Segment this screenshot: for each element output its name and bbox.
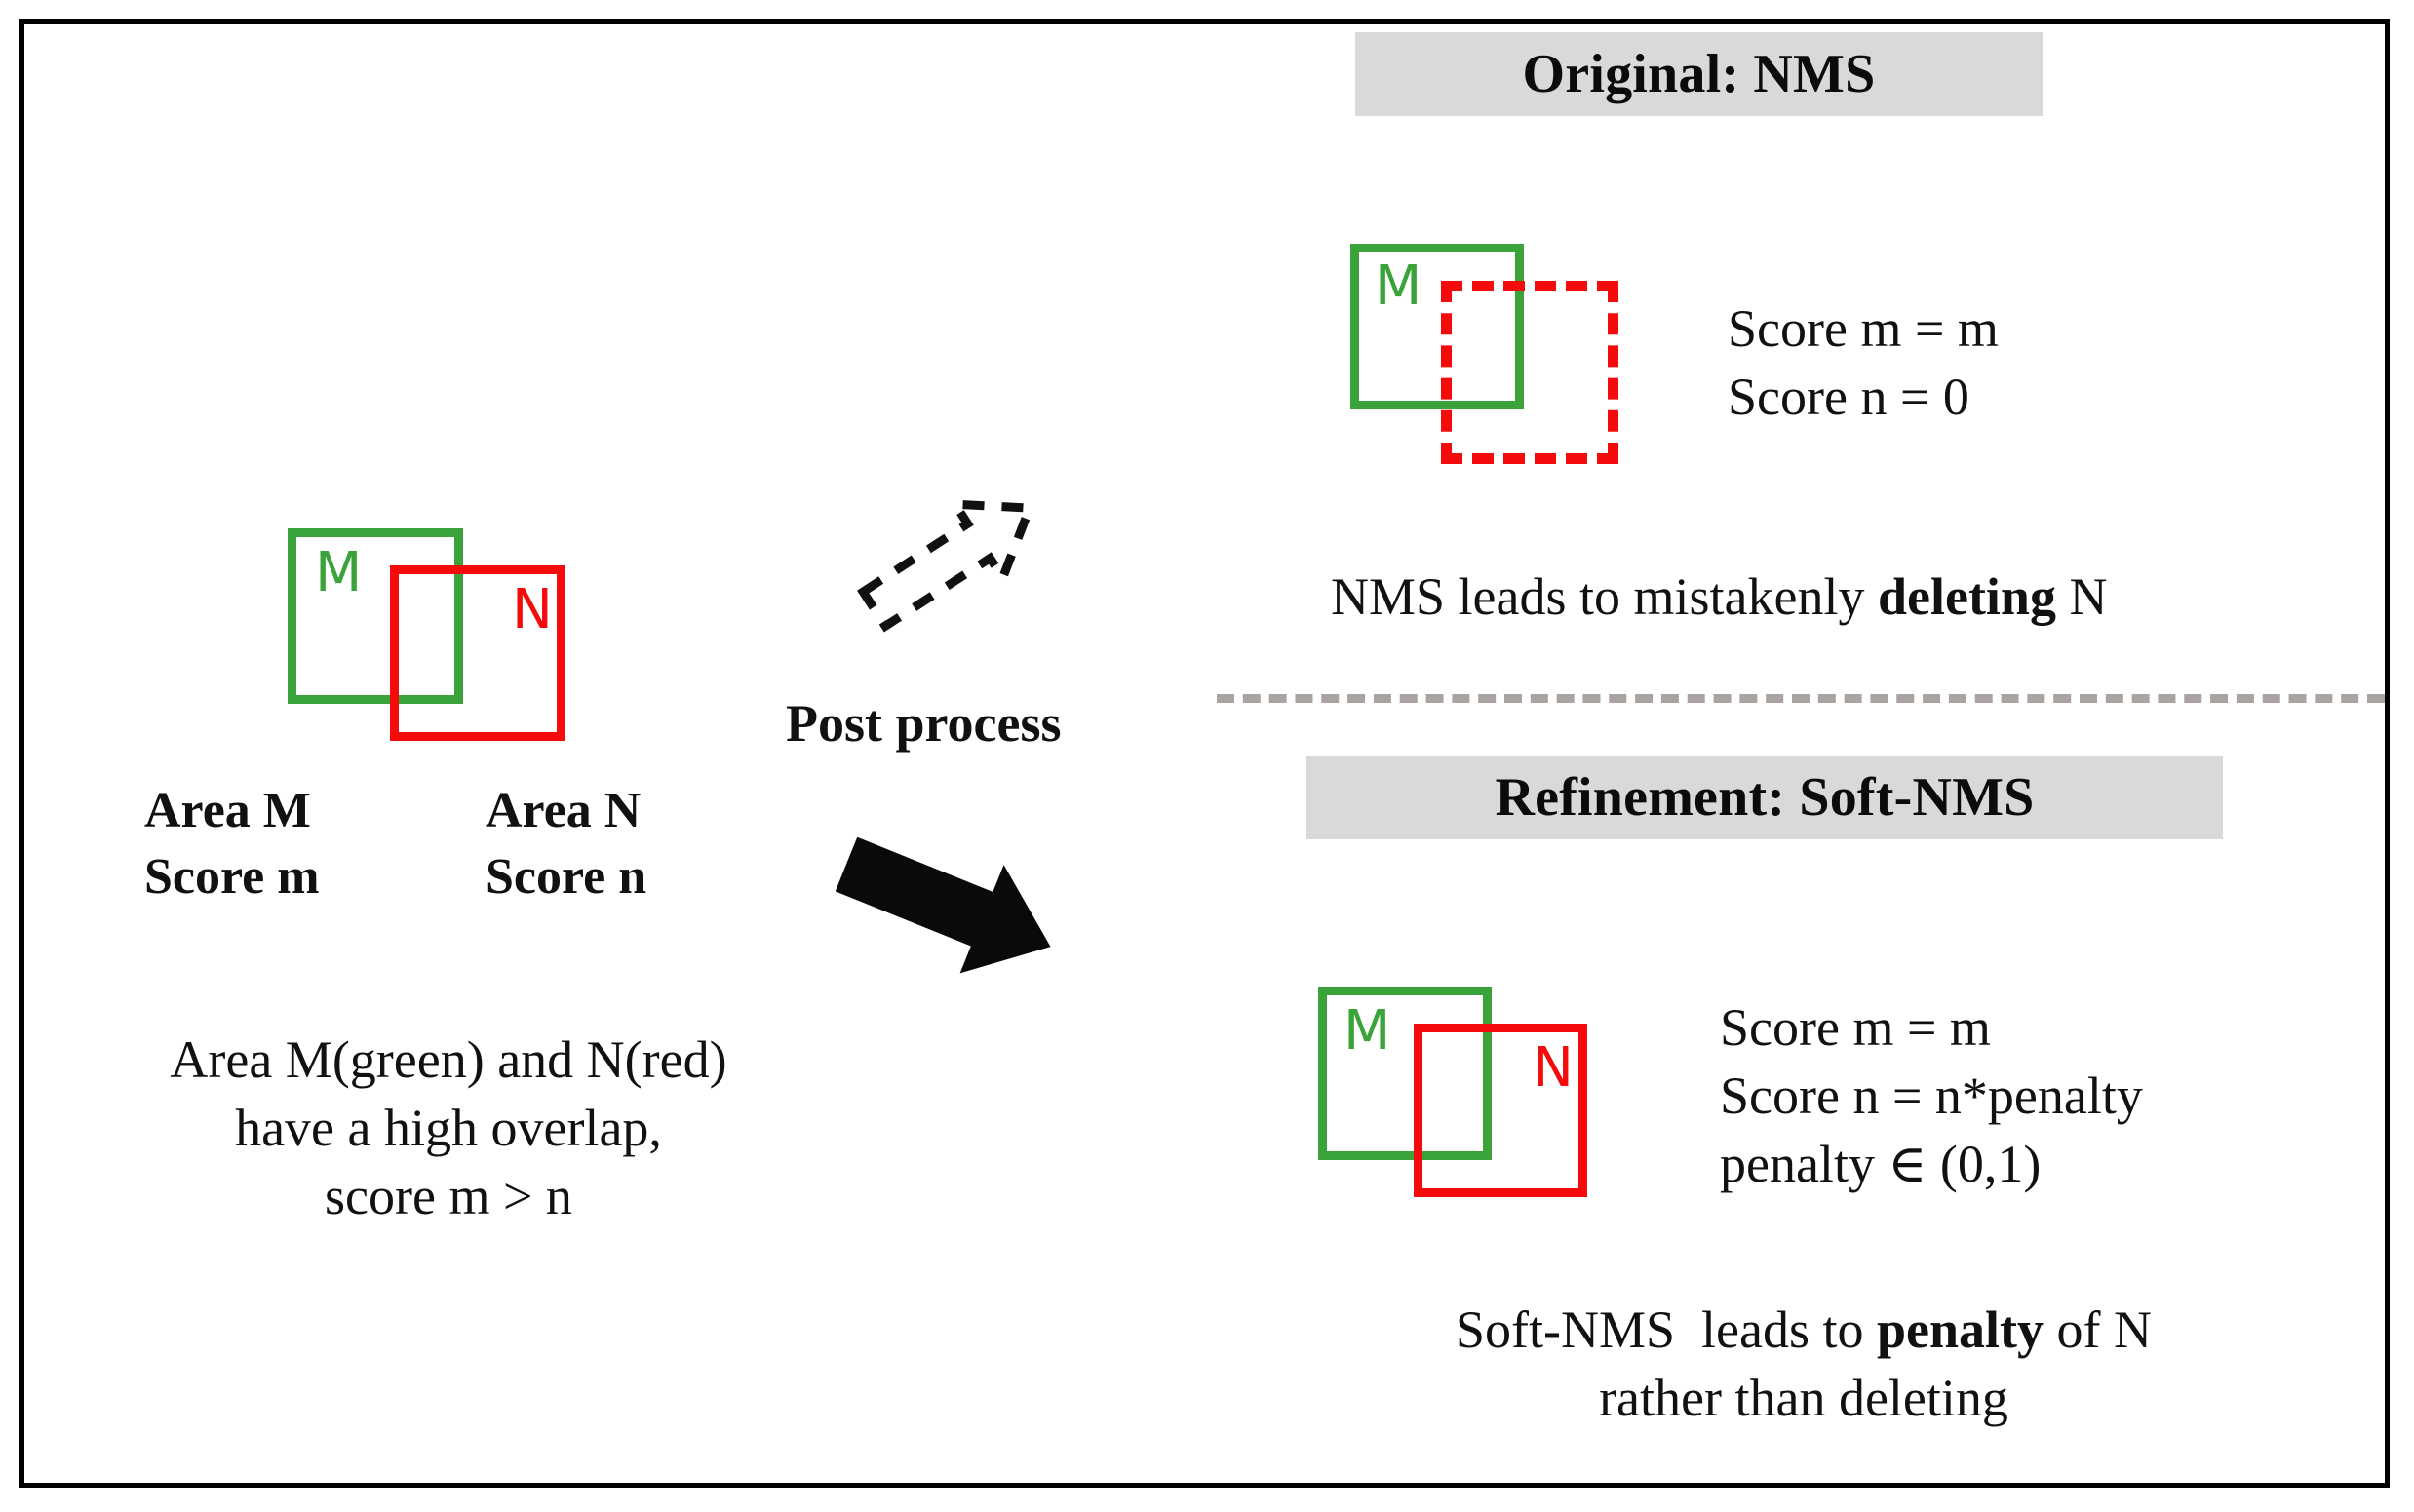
nms-box-n-deleted (1441, 281, 1618, 464)
softnms-title: Refinement: Soft-NMS (1495, 767, 2035, 828)
nms-box-m (1350, 244, 1524, 409)
nms-score-m: Score m = m (1728, 299, 1999, 358)
solid-arrow-down-right-icon (835, 836, 1051, 974)
softnms-penalty-range: penalty ∈ (0,1) (1720, 1135, 2042, 1193)
panel-divider (1217, 694, 2385, 703)
softnms-caption-after: of N (2044, 1300, 2152, 1359)
nms-caption: NMS leads to mistakenly deleting N (1331, 565, 2107, 630)
legend-area-m: Area M (144, 783, 311, 838)
legend-area-n: Area N (486, 783, 642, 838)
left-description-line-1: Area M(green) and N(red) (170, 1030, 727, 1089)
dashed-arrow-up-right-icon (857, 499, 1036, 633)
softnms-box-m-label: M (1343, 999, 1391, 1063)
transition-label: Post process (786, 694, 1062, 753)
left-box-n (390, 565, 565, 741)
softnms-caption-before: Soft-NMS leads to (1455, 1300, 1877, 1359)
legend-score-n: Score n (486, 849, 647, 905)
softnms-score-n: Score n = n*penalty (1720, 1066, 2143, 1125)
legend-score-m: Score m (144, 849, 320, 905)
left-box-m-label: M (315, 541, 363, 604)
left-box-m (288, 528, 463, 704)
softnms-caption-line-2: rather than deleting (1599, 1369, 2008, 1427)
softnms-caption-line-1: Soft-NMS leads to penalty of N (1258, 1299, 2350, 1363)
left-description-line-2: have a high overlap, (235, 1099, 662, 1157)
figure-border (19, 19, 2390, 1488)
left-box-n-label: N (512, 578, 553, 641)
nms-score-n: Score n = 0 (1728, 368, 1969, 426)
left-description-line-3: score m > n (325, 1167, 572, 1225)
nms-title: Original: NMS (1522, 44, 1876, 104)
nms-caption-before: NMS leads to mistakenly (1331, 567, 1878, 626)
softnms-box-m (1318, 987, 1492, 1160)
softnms-box-n (1414, 1024, 1587, 1197)
softnms-score-m: Score m = m (1720, 998, 1991, 1057)
softnms-title-band: Refinement: Soft-NMS (1306, 756, 2223, 839)
nms-caption-emphasis: deleting (1877, 567, 2056, 626)
nms-box-m-label: M (1375, 254, 1422, 318)
nms-caption-after: N (2055, 567, 2108, 626)
nms-title-band: Original: NMS (1355, 32, 2043, 116)
softnms-caption-emphasis: penalty (1876, 1300, 2044, 1359)
softnms-box-n-label: N (1533, 1036, 1574, 1100)
